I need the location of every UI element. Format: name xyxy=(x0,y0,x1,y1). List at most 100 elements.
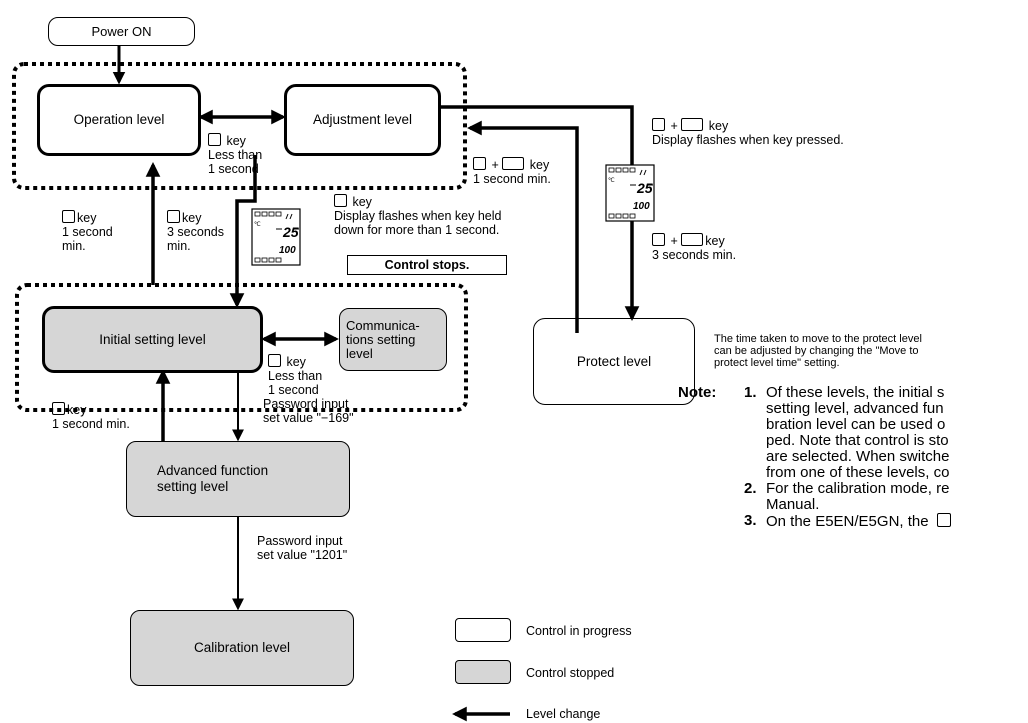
communications-line-3: level xyxy=(346,345,373,361)
label-left-1s-key: key 1 second min. xyxy=(62,210,113,253)
note-num-3: 3. xyxy=(744,512,757,529)
prot-adj-plus: + xyxy=(491,158,499,172)
arrow-adjustment-to-protect xyxy=(440,105,640,321)
lcd-mid-main: 25 xyxy=(282,224,299,240)
adj-prot-plus: + xyxy=(670,119,678,133)
key-icon xyxy=(167,210,180,223)
notes-heading: Note: xyxy=(678,384,717,401)
note-num-2: 2. xyxy=(744,480,757,497)
node-calibration-level: Calibration level xyxy=(130,610,354,686)
legend-label-progress: Control in progress xyxy=(526,624,632,638)
init-comm-line2: Less than xyxy=(268,369,323,383)
lcd-top-main: 25 xyxy=(636,180,653,196)
left-1s-line2: 1 second xyxy=(62,225,113,239)
adj-init-key: key xyxy=(352,195,372,209)
mode-key-icon xyxy=(681,118,704,131)
prot-3s-key: key xyxy=(705,234,725,248)
label-protect-adjustment-key: + key 1 second min. xyxy=(473,157,551,186)
advanced-line-1: Advanced function xyxy=(157,463,269,478)
label-password-169: Password input set value "−169" xyxy=(263,397,354,425)
key-icon xyxy=(52,402,65,415)
label-adjustment-initial-key: key Display flashes when key held down f… xyxy=(334,194,501,237)
key-icon xyxy=(62,210,75,223)
arrow-adjustment-to-initial xyxy=(229,155,257,308)
ptn-line3: protect level time" setting. xyxy=(714,357,840,369)
note-item-1: 1. Of these levels, the initial s settin… xyxy=(744,385,1028,481)
mid-3s-line2: 3 seconds xyxy=(167,225,224,239)
node-communications-setting-level: Communica- tions setting level xyxy=(339,308,447,371)
pw1-line2: set value "−169" xyxy=(263,411,354,425)
node-advanced-function-setting-level: Advanced function setting level xyxy=(126,441,350,517)
key-icon xyxy=(268,354,281,367)
note-item-3: 3. On the E5EN/E5GN, the xyxy=(744,513,1028,530)
label-adjustment-protect-key: + key Display flashes when key pressed. xyxy=(652,118,844,147)
ptn-line1: The time taken to move to the protect le… xyxy=(714,333,922,345)
label-op-adj-key: key xyxy=(226,134,246,148)
label-protect-time-note: The time taken to move to the protect le… xyxy=(714,333,922,369)
lcd-display-top: 25 100 ℃ xyxy=(605,164,655,222)
note3-line1: On the E5EN/E5GN, the xyxy=(766,513,929,530)
lcd-display-middle: 25 100 ℃ xyxy=(251,208,301,266)
note1-line2: setting level, advanced fun xyxy=(766,400,944,417)
label-op-adj-line2: Less than xyxy=(208,148,263,162)
adj-init-line3: down for more than 1 second. xyxy=(334,223,500,237)
adj-init-line2: Display flashes when key held xyxy=(334,209,502,223)
init-comm-key: key xyxy=(286,355,306,369)
node-adjustment-level: Adjustment level xyxy=(284,84,441,156)
key-icon xyxy=(652,118,665,131)
note1-line6: from one of these levels, co xyxy=(766,464,950,481)
note-num-1: 1. xyxy=(744,385,757,401)
notes-list: 1. Of these levels, the initial s settin… xyxy=(744,385,1028,530)
label-mid-3s-key: key 3 seconds min. xyxy=(167,210,224,253)
node-power-on: Power ON xyxy=(48,17,195,46)
prot-3s-plus: + xyxy=(670,234,678,248)
label-initial-communications-key: key Less than 1 second xyxy=(268,354,322,397)
label-operation-adjustment-key: key Less than 1 second xyxy=(208,133,262,176)
group-initial-settings xyxy=(15,283,468,412)
key-icon xyxy=(652,233,665,246)
node-operation-level: Operation level xyxy=(37,84,201,156)
key-icon xyxy=(473,157,486,170)
note-item-2: 2. For the calibration mode, re Manual. xyxy=(744,481,1028,513)
adj-prot-key: key xyxy=(708,119,729,133)
label-calibration-up-key: key 1 second min. xyxy=(52,402,130,431)
key-icon xyxy=(334,194,347,207)
left-1s-line3: min. xyxy=(62,239,86,253)
advanced-line-2: setting level xyxy=(157,479,229,494)
note1-line1: Of these levels, the initial s xyxy=(766,385,945,401)
init-comm-line3: 1 second xyxy=(268,383,319,397)
communications-line-1: Communica- xyxy=(346,317,420,333)
left-1s-key: key xyxy=(77,211,97,225)
key-icon xyxy=(208,133,221,146)
legend-box-stopped xyxy=(455,660,511,684)
pw1-line1: Password input xyxy=(263,397,349,411)
legend-box-progress xyxy=(455,618,511,642)
pw2-line1: Password input xyxy=(257,534,343,548)
note2-line1: For the calibration mode, re xyxy=(766,480,950,497)
lcd-mid-sub: 100 xyxy=(279,245,296,256)
adj-prot-line2: Display flashes when key pressed. xyxy=(652,133,844,147)
prot-3s-line2: 3 seconds min. xyxy=(652,248,737,262)
note1-line4: ped. Note that control is sto xyxy=(766,432,949,449)
calib-up-line2: 1 second min. xyxy=(52,417,130,431)
pw2-line2: set value "1201" xyxy=(257,548,348,562)
node-protect-level: Protect level xyxy=(533,318,695,405)
lcd-top-unit: ℃ xyxy=(608,178,615,184)
label-password-1201: Password input set value "1201" xyxy=(257,534,347,562)
mid-3s-line3: min. xyxy=(167,239,191,253)
note1-line3: bration level can be used o xyxy=(766,416,946,433)
lcd-top-sub: 100 xyxy=(633,201,650,212)
note2-line2: Manual. xyxy=(766,496,820,513)
node-initial-setting-level: Initial setting level xyxy=(42,306,263,373)
legend-label-stopped: Control stopped xyxy=(526,666,615,680)
label-protect-3s-key: + key 3 seconds min. xyxy=(652,233,736,262)
prot-adj-key: key xyxy=(529,158,550,172)
legend-label-change: Level change xyxy=(526,707,601,721)
mode-key-icon xyxy=(681,233,704,246)
lcd-mid-unit: ℃ xyxy=(254,222,261,228)
arrow-protect-to-adjustment xyxy=(467,120,579,333)
mode-key-icon xyxy=(502,157,525,170)
note1-line5: are selected. When switche xyxy=(766,448,950,465)
